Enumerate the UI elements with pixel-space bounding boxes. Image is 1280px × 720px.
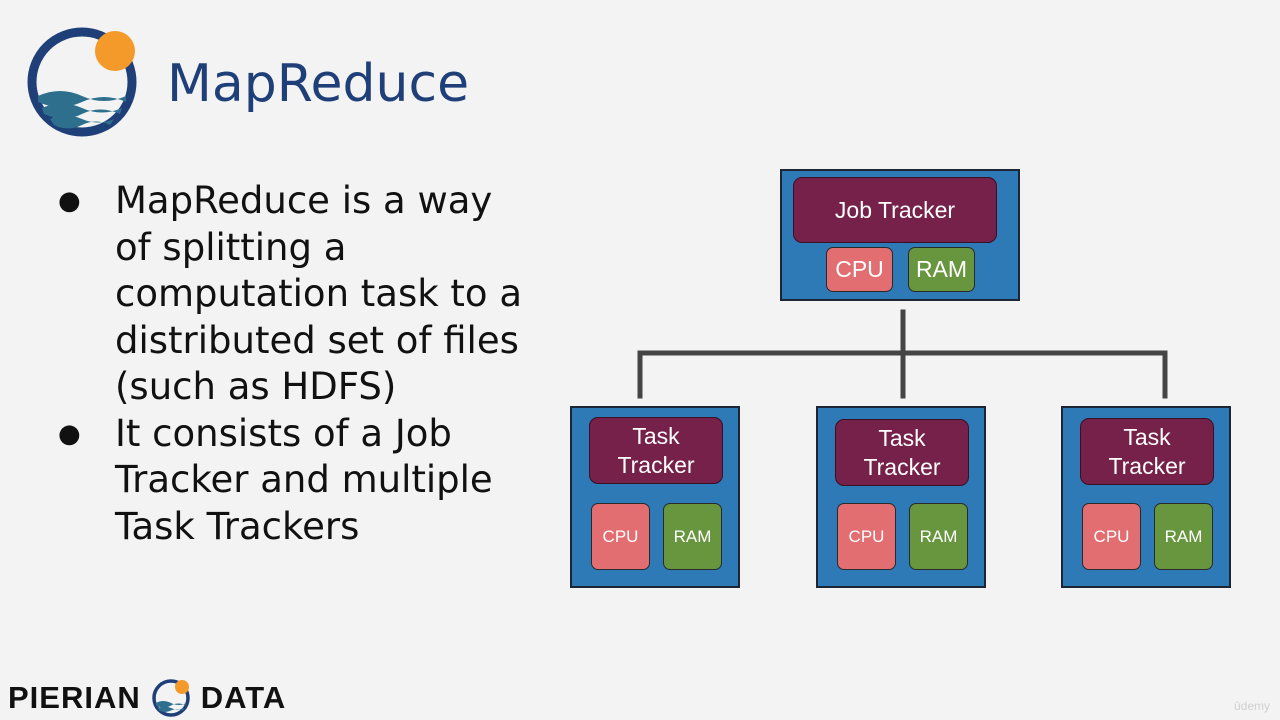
task-tracker-label-line: Task bbox=[878, 424, 926, 451]
task-tracker-label-line: Tracker bbox=[863, 453, 941, 480]
pierian-data-logo-icon bbox=[27, 27, 137, 137]
task-tracker-label-line: Task bbox=[1123, 423, 1171, 450]
job-ram-chip: RAM bbox=[908, 247, 975, 292]
bullet-line: of splitting a bbox=[115, 225, 347, 269]
job-tracker-label: Job Tracker bbox=[793, 177, 997, 243]
slide-title: MapReduce bbox=[167, 54, 470, 114]
bullet-line: distributed set of files bbox=[115, 318, 519, 362]
task-tracker-label-line: Tracker bbox=[1108, 452, 1186, 479]
bullet-glyph: ● bbox=[58, 186, 81, 216]
job-cpu-chip: CPU bbox=[826, 247, 893, 292]
task-tracker-label: Task Tracker bbox=[589, 417, 723, 484]
brand-left-text: PIERIAN bbox=[8, 680, 141, 715]
task-tracker-node: Task Tracker CPU RAM bbox=[816, 406, 986, 588]
task-cpu-chip: CPU bbox=[837, 503, 896, 570]
task-tracker-label: Task Tracker bbox=[835, 419, 969, 486]
task-ram-chip: RAM bbox=[1154, 503, 1213, 570]
pierian-data-mini-logo-icon bbox=[152, 679, 190, 717]
bullet-item: ● It consists of a Job Tracker and multi… bbox=[58, 411, 578, 551]
bullet-line: It consists of a Job bbox=[115, 411, 452, 455]
bullet-line: computation task to a bbox=[115, 272, 522, 315]
bullet-item: ● MapReduce is a way of splitting a comp… bbox=[58, 178, 578, 411]
bullet-line: Tracker and multiple bbox=[115, 458, 493, 501]
task-tracker-label-line: Task bbox=[632, 422, 680, 449]
bullet-line: Task Trackers bbox=[115, 504, 360, 548]
brand-right-text: DATA bbox=[200, 680, 287, 715]
task-tracker-label-line: Tracker bbox=[617, 451, 695, 478]
task-tracker-label: Task Tracker bbox=[1080, 418, 1214, 485]
task-cpu-chip: CPU bbox=[1082, 503, 1141, 570]
udemy-watermark: ûdemy bbox=[1233, 699, 1270, 713]
task-ram-chip: RAM bbox=[663, 503, 722, 570]
task-ram-chip: RAM bbox=[909, 503, 968, 570]
bullet-list: ● MapReduce is a way of splitting a comp… bbox=[58, 178, 578, 550]
bullet-line: (such as HDFS) bbox=[115, 365, 397, 408]
bullet-glyph: ● bbox=[58, 418, 81, 449]
job-tracker-node: Job Tracker CPU RAM bbox=[780, 169, 1020, 301]
task-tracker-node: Task Tracker CPU RAM bbox=[1061, 406, 1231, 588]
task-cpu-chip: CPU bbox=[591, 503, 650, 570]
task-tracker-node: Task Tracker CPU RAM bbox=[570, 406, 740, 588]
footer-brand: PIERIAN DATA bbox=[8, 678, 286, 718]
bullet-line: MapReduce is a way bbox=[115, 179, 493, 222]
